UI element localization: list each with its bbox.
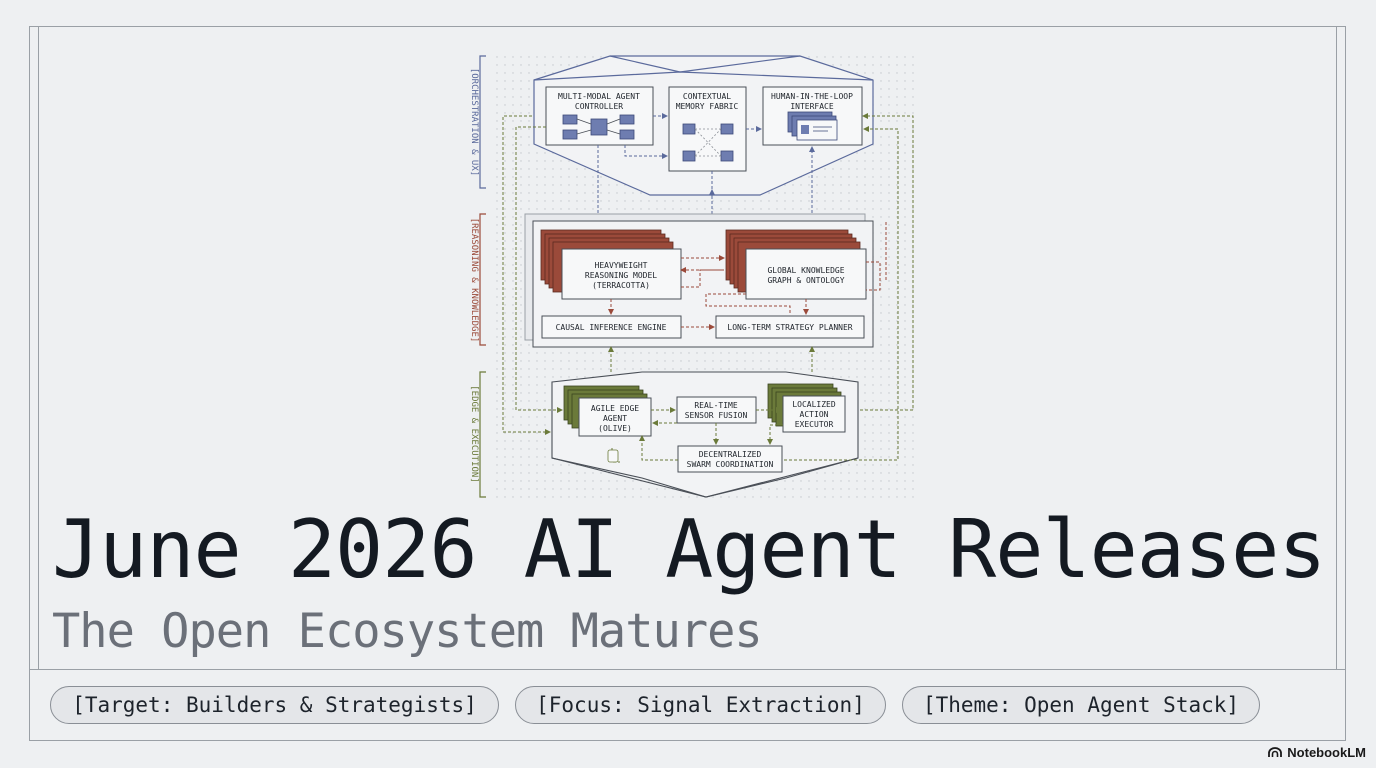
node-knowledge: GLOBAL KNOWLEDGE GRAPH & ONTOLOGY [725, 229, 867, 300]
node-executor-line1: LOCALIZED [792, 400, 836, 409]
node-reasoning-line1: HEAVYWEIGHT [595, 261, 648, 270]
footer-divider [29, 669, 1346, 670]
layer-label-reasoning: [REASONING & KNOWLEDGE] [469, 218, 479, 343]
node-swarm-line1: DECENTRALIZED [699, 450, 762, 459]
slide-title: June 2026 AI Agent Releases [52, 503, 1326, 596]
node-hitl-line2: INTERFACE [790, 102, 834, 111]
node-memory: CONTEXTUAL MEMORY FABRIC [668, 86, 747, 172]
notebooklm-watermark: NotebookLM [1268, 745, 1366, 760]
orchestration-connectors [595, 113, 815, 221]
slide-inner-frame [38, 26, 1337, 670]
layer-bracket-edge: [EDGE & EXECUTION] [469, 371, 486, 498]
node-knowledge-line1: GLOBAL KNOWLEDGE [767, 266, 844, 275]
node-sensor-line2: SENSOR FUSION [685, 411, 748, 420]
slide-subtitle: The Open Ecosystem Matures [52, 604, 763, 659]
cross-layer-connectors [502, 113, 914, 461]
node-edge-agent-line1: AGILE EDGE [591, 404, 639, 413]
node-reasoning-line3: (TERRACOTTA) [592, 281, 650, 290]
node-reasoning: HEAVYWEIGHT REASONING MODEL (TERRACOTTA) [540, 229, 682, 300]
node-controller-line2: CONTROLLER [575, 102, 623, 111]
node-sensor-line1: REAL-TIME [694, 401, 738, 410]
layer-label-edge: [EDGE & EXECUTION] [469, 385, 479, 483]
node-hitl: HUMAN-IN-THE-LOOP INTERFACE [762, 86, 863, 146]
node-strategy: LONG-TERM STRATEGY PLANNER [715, 315, 865, 339]
edge-connectors [608, 346, 815, 463]
node-edge-agent-line3: (OLIVE) [598, 424, 632, 433]
reasoning-connectors [608, 255, 881, 330]
node-causal: CAUSAL INFERENCE ENGINE [541, 315, 682, 339]
node-executor-line2: ACTION [800, 410, 829, 419]
notebooklm-logo-icon [1268, 747, 1283, 757]
node-knowledge-line2: GRAPH & ONTOLOGY [767, 276, 844, 285]
node-causal-label: CAUSAL INFERENCE ENGINE [556, 323, 667, 332]
slide-frame [29, 26, 1346, 741]
tag-pill-focus: [Focus: Signal Extraction] [515, 686, 886, 724]
node-edge-agent: AGILE EDGE AGENT (OLIVE) [563, 385, 652, 437]
layer-bracket-orchestration: [ORCHESTRATION & UX] [469, 55, 486, 189]
layer-bracket-reasoning: [REASONING & KNOWLEDGE] [469, 213, 486, 346]
tag-pill-theme: [Theme: Open Agent Stack] [902, 686, 1260, 724]
brand-name: NotebookLM [1287, 745, 1366, 760]
node-memory-line2: MEMORY FABRIC [676, 102, 739, 111]
node-executor: LOCALIZED ACTION EXECUTOR [767, 383, 846, 433]
node-edge-agent-line2: AGENT [603, 414, 627, 423]
edge-device-icon [607, 449, 619, 463]
layer-label-orchestration: [ORCHESTRATION & UX] [469, 68, 479, 176]
node-hitl-line1: HUMAN-IN-THE-LOOP [771, 92, 853, 101]
node-swarm: DECENTRALIZED SWARM COORDINATION [677, 445, 783, 473]
node-memory-line1: CONTEXTUAL [683, 92, 731, 101]
node-executor-line3: EXECUTOR [795, 420, 834, 429]
node-reasoning-line2: REASONING MODEL [585, 271, 657, 280]
node-controller: MULTI-MODAL AGENT CONTROLLER [545, 86, 654, 146]
node-controller-line1: MULTI-MODAL AGENT [558, 92, 640, 101]
node-sensor: REAL-TIME SENSOR FUSION [676, 396, 757, 424]
tag-pill-target: [Target: Builders & Strategists] [50, 686, 499, 724]
node-swarm-line2: SWARM COORDINATION [687, 460, 774, 469]
node-strategy-label: LONG-TERM STRATEGY PLANNER [727, 323, 852, 332]
